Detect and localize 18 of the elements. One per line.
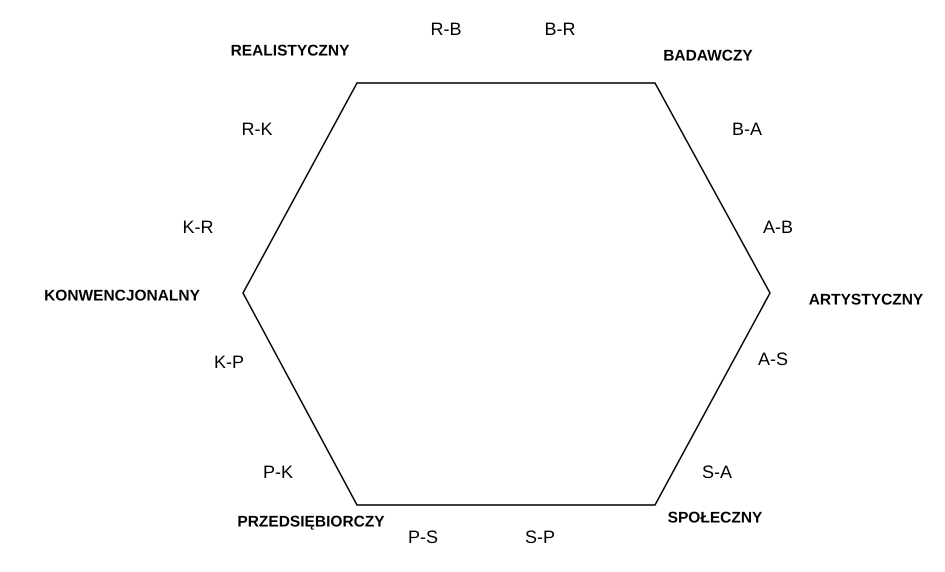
side-label: B-R xyxy=(544,20,576,40)
vertex-label: PRZEDSIĘBIORCZY xyxy=(237,513,385,531)
side-label: P-K xyxy=(263,463,293,483)
side-label: R-B xyxy=(430,20,462,40)
vertex-label: REALISTYCZNY xyxy=(230,42,350,60)
vertex-label: KONWENCJONALNY xyxy=(44,287,200,305)
side-label: A-B xyxy=(763,218,793,238)
side-label: K-R xyxy=(182,218,214,238)
vertex-label: BADAWCZY xyxy=(663,47,753,65)
vertex-label: ARTYSTYCZNY xyxy=(808,291,924,309)
side-label: S-A xyxy=(702,463,732,483)
side-label: S-P xyxy=(525,528,555,548)
side-label: A-S xyxy=(758,350,788,370)
side-label: P-S xyxy=(408,528,438,548)
vertex-label: SPOŁECZNY xyxy=(668,509,762,527)
side-label: K-P xyxy=(214,353,244,373)
side-label: B-A xyxy=(732,120,762,140)
side-label: R-K xyxy=(242,120,272,140)
